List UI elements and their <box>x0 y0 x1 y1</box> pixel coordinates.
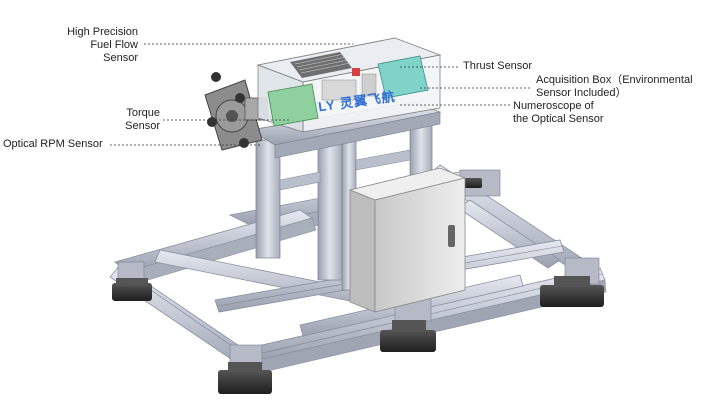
label-acquisition-box: Acquisition Box（Environmental Sensor Inc… <box>536 74 693 99</box>
leveling-feet <box>112 178 604 394</box>
label-torque-sensor: Torque Sensor <box>125 107 160 132</box>
sensor-housing <box>256 37 442 133</box>
control-cabinet <box>348 167 467 313</box>
label-fuel-flow-sensor: High Precision Fuel Flow Sensor <box>67 26 138 64</box>
label-optical-rpm-sensor: Optical RPM Sensor <box>3 138 103 150</box>
label-thrust-sensor: Thrust Sensor <box>463 60 533 72</box>
label-numeroscope: Numeroscope of the Optical Sensor <box>513 100 604 125</box>
